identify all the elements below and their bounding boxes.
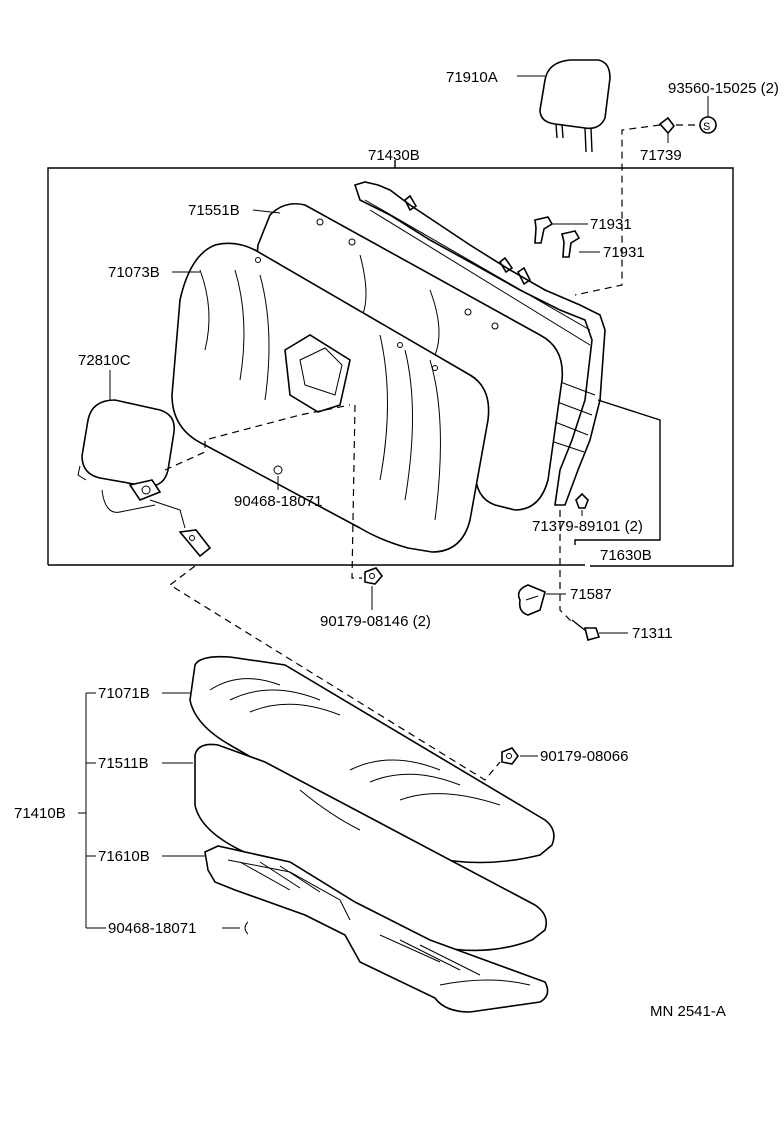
label-guide-1: 71931 [590, 216, 632, 233]
label-clip: 71739 [640, 147, 682, 164]
label-back-cover: 71073B [108, 264, 160, 281]
hog-ring-cushion [222, 921, 249, 935]
cushion-cover [189, 655, 555, 864]
clip-symbol [658, 116, 699, 143]
armrest [77, 370, 212, 558]
headrest-upper [517, 59, 611, 153]
label-bolt: 71379-89101 (2) [532, 518, 643, 535]
label-cushion-cover: 71071B [98, 685, 150, 702]
guide-2 [561, 230, 600, 258]
label-guide-2: 71931 [603, 244, 645, 261]
label-back-pad: 71551B [188, 202, 240, 219]
label-armrest: 72810C [78, 352, 131, 369]
hook [517, 584, 566, 616]
clip-ring-symbol: S [699, 96, 717, 134]
label-back-assy: 71430B [368, 147, 420, 164]
label-screw: 71311 [632, 625, 673, 642]
label-hook: 71587 [570, 586, 612, 603]
label-back-frame: 71630B [600, 547, 652, 564]
label-cushion-frame: 71610B [98, 848, 150, 865]
bolt [575, 492, 589, 516]
label-clip-ring: 93560-15025 (2) [668, 80, 779, 97]
nut-cushion [501, 747, 538, 765]
cushion-bracket [78, 692, 205, 929]
label-hog-ring-back: 90468-18071 [234, 493, 322, 510]
screw [571, 619, 628, 641]
label-hog-ring-cushion: 90468-18071 [108, 920, 196, 937]
label-cushion-pad: 71511B [98, 755, 149, 772]
label-diagram-code: MN 2541-A [650, 1003, 726, 1020]
label-cushion-assy: 71410B [14, 805, 66, 822]
label-headrest-upper: 71910A [446, 69, 498, 86]
label-nut-2: 90179-08066 [540, 748, 628, 765]
label-nut: 90179-08146 (2) [320, 613, 431, 630]
svg-text:S: S [703, 121, 710, 133]
cushion-pad [194, 743, 548, 952]
cushion-frame [204, 845, 549, 1013]
guide-1 [534, 216, 588, 244]
nut-back [364, 567, 384, 610]
hog-ring-back [273, 465, 283, 490]
back-assembly-box [47, 160, 734, 567]
